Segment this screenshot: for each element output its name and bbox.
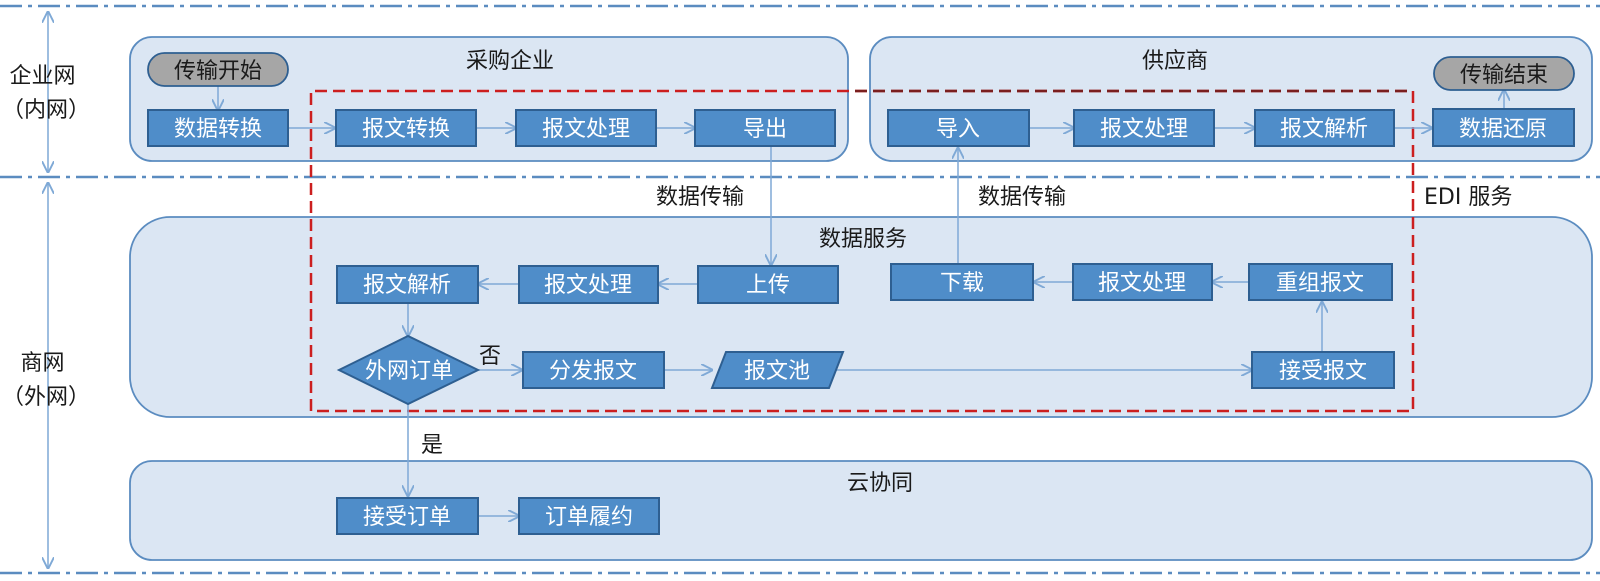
node-ds-msg-process-right: 报文处理 [1072,263,1213,301]
transfer-label-left: 数据传输 [656,185,744,210]
supplier-panel-title: 供应商 [1142,49,1208,74]
node-cloud-order-fulfill: 订单履约 [518,497,660,535]
node-ds-msg-process-left: 报文处理 [518,265,659,304]
node-ds-upload-label: 上传 [746,273,790,298]
node-ds-msg-receive-label: 接受报文 [1279,359,1367,384]
start-terminal-label: 传输开始 [174,59,262,84]
data-service-panel-title: 数据服务 [819,227,907,252]
edi-service-label: EDI 服务 [1424,185,1512,210]
node-supplier-import-label: 导入 [936,117,980,142]
zone-separators [0,4,1600,575]
cloud-panel-title: 云协同 [847,471,913,496]
node-ds-msg-pool: 报文池 [710,351,845,389]
node-buyer-data-convert: 数据转换 [147,109,289,147]
outer-zone-line2: （外网） [2,385,90,410]
node-ds-msg-parse: 报文解析 [336,265,479,304]
node-cloud-accept-order-label: 接受订单 [363,505,451,530]
inner-zone-line2: （内网） [2,98,90,123]
transfer-label-right: 数据传输 [978,185,1066,210]
decision-no-label: 否 [479,344,501,369]
outer-zone-line1: 商网 [20,351,64,376]
node-ds-msg-pool-label: 报文池 [744,359,810,384]
node-decision-external-order-label: 外网订单 [365,359,453,384]
node-ds-msg-regroup-label: 重组报文 [1276,271,1364,296]
node-supplier-msg-process: 报文处理 [1073,109,1215,147]
node-buyer-export: 导出 [694,109,836,147]
node-ds-msg-dispatch: 分发报文 [522,351,665,389]
node-supplier-data-restore: 数据还原 [1432,108,1575,147]
buyer-panel [129,36,849,162]
node-ds-msg-process-left-label: 报文处理 [544,273,632,298]
buyer-panel-title: 采购企业 [466,49,554,74]
inner-zone-line1: 企业网 [9,64,75,89]
data-service-panel [129,216,1593,418]
node-ds-download-label: 下载 [940,271,984,296]
node-buyer-msg-convert-label: 报文转换 [362,117,450,142]
cloud-panel [129,460,1593,561]
decision-yes-label: 是 [421,433,443,458]
node-supplier-data-restore-label: 数据还原 [1459,117,1547,142]
node-ds-msg-process-right-label: 报文处理 [1098,271,1186,296]
node-cloud-accept-order: 接受订单 [336,497,479,535]
node-ds-upload: 上传 [697,265,839,304]
node-supplier-msg-parse-label: 报文解析 [1280,117,1368,142]
outer-zone-label: 商网 （外网） [2,351,90,410]
node-ds-msg-receive: 接受报文 [1251,351,1395,389]
node-supplier-msg-parse: 报文解析 [1254,109,1395,147]
node-buyer-data-convert-label: 数据转换 [174,117,262,142]
inner-zone-label: 企业网 （内网） [2,64,90,123]
end-terminal: 传输结束 [1433,56,1575,91]
node-supplier-msg-process-label: 报文处理 [1100,117,1188,142]
node-supplier-import: 导入 [887,109,1030,147]
node-ds-msg-dispatch-label: 分发报文 [549,359,637,384]
node-buyer-msg-process: 报文处理 [515,109,657,147]
node-ds-download: 下载 [890,263,1034,301]
node-buyer-msg-process-label: 报文处理 [542,117,630,142]
node-decision-external-order: 外网订单 [336,334,481,406]
node-buyer-export-label: 导出 [743,117,787,142]
supplier-panel [869,36,1593,162]
end-terminal-label: 传输结束 [1460,63,1548,88]
node-cloud-order-fulfill-label: 订单履约 [545,505,633,530]
flow-arrows [218,86,1504,516]
node-ds-msg-parse-label: 报文解析 [363,273,451,298]
node-buyer-msg-convert: 报文转换 [335,109,477,147]
node-ds-msg-regroup: 重组报文 [1248,263,1393,301]
start-terminal: 传输开始 [147,52,289,87]
